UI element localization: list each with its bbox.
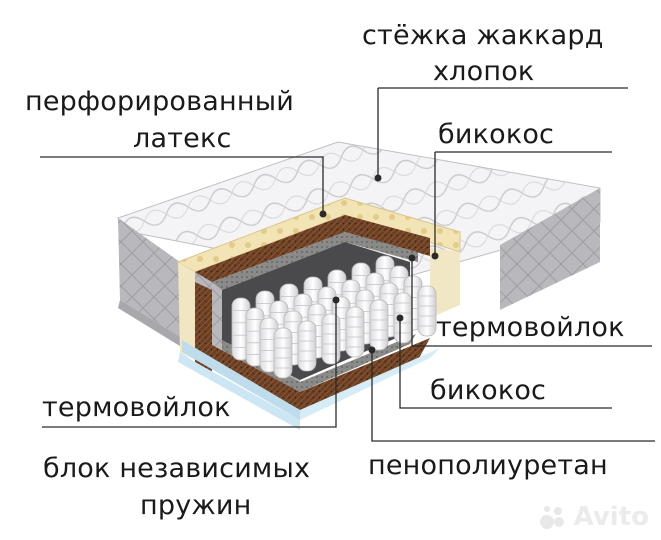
label-foam: пенополиуретан — [368, 450, 608, 481]
spring-coil — [321, 313, 341, 365]
leader-thermo-right — [411, 258, 652, 347]
leader-latex — [40, 156, 324, 213]
spring-coil — [297, 320, 317, 372]
label-bikokos-top: бикокос — [438, 119, 555, 150]
leader-foam — [371, 350, 655, 442]
label-cover-line1: стёжка жаккард — [362, 20, 604, 51]
avito-watermark-text: Avito — [573, 502, 649, 532]
leader-dots — [319, 174, 439, 354]
label-thermo-left: термовойлок — [42, 392, 231, 423]
avito-logo-icon — [539, 506, 564, 529]
leader-thermo-left — [42, 300, 337, 428]
label-latex-line1: перфорированный — [25, 86, 294, 117]
spring-coil — [345, 306, 365, 358]
leader-bikokos-right — [399, 318, 612, 409]
avito-watermark: Avito — [538, 502, 649, 532]
label-bikokos-right: бикокос — [430, 375, 547, 406]
label-spring-line1: блок независимых — [43, 453, 311, 484]
leader-lines — [40, 87, 655, 442]
spring-coil — [369, 299, 389, 351]
label-latex-line2: латекс — [133, 123, 232, 154]
spring-coil — [417, 285, 437, 337]
label-cover-line2: хлопок — [433, 56, 535, 87]
label-spring-line2: пружин — [140, 490, 252, 521]
label-thermo-right: термовойлок — [436, 312, 625, 343]
spring-coil — [273, 327, 293, 379]
spring-coil — [231, 297, 251, 361]
